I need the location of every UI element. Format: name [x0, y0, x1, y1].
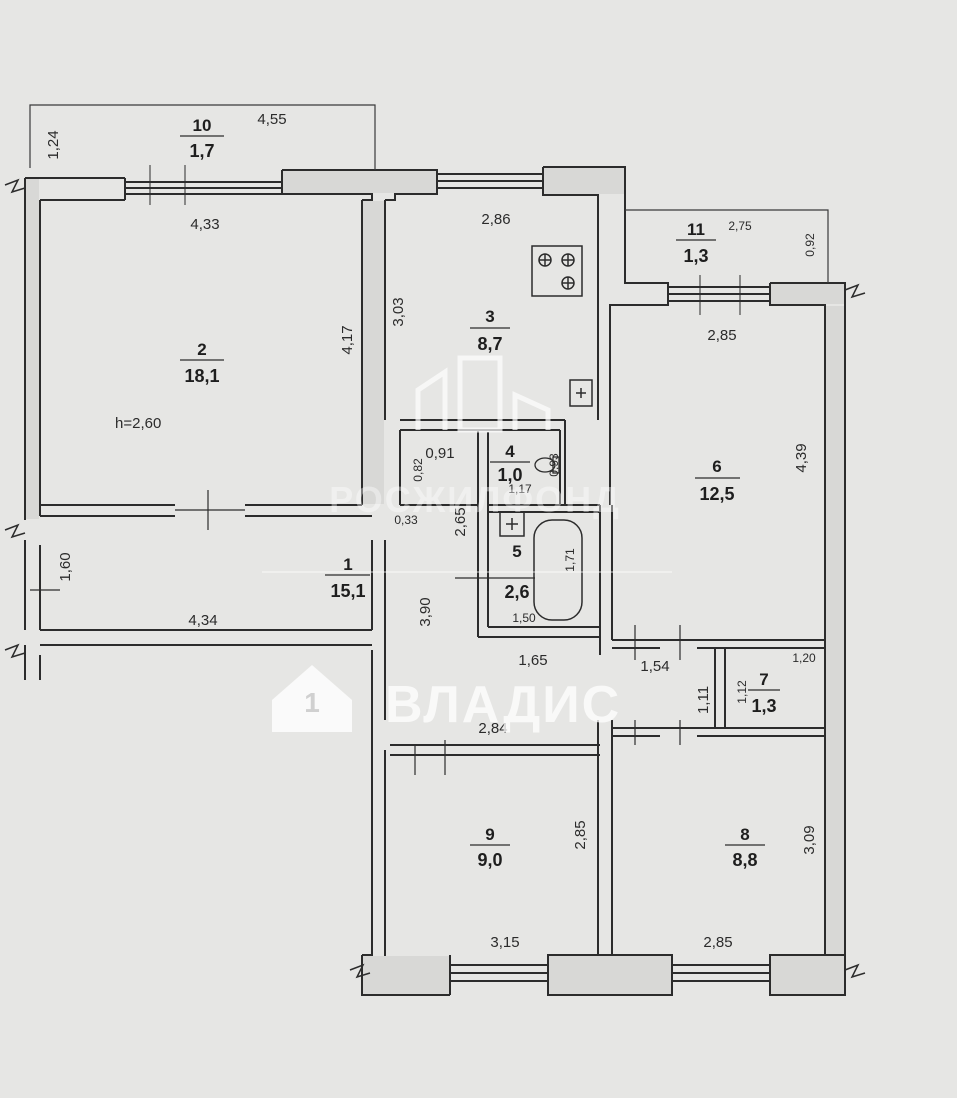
room-2-area: 18,1	[184, 366, 219, 386]
dim-r5-depth-left: 2,65	[452, 507, 469, 536]
room-6-area: 12,5	[699, 484, 734, 504]
room-10-area: 1,7	[189, 141, 214, 161]
room-5-area: 2,6	[504, 582, 529, 602]
dim-r2-width: 4,33	[190, 216, 219, 233]
dim-closet-h: 1,11	[695, 686, 712, 714]
dim-corr-left-w: 4,34	[188, 612, 217, 629]
dim-corr-bottom: 2,84	[478, 720, 507, 737]
room-9-number: 9	[485, 825, 494, 844]
dim-corr-a: 0,33	[394, 513, 418, 527]
room-8-number: 8	[740, 825, 749, 844]
wall-fills	[26, 168, 844, 994]
toilet-icon	[534, 456, 560, 474]
dim-r4-depth: 0,82	[411, 458, 425, 482]
room-3-number: 3	[485, 307, 494, 326]
doors	[30, 490, 681, 775]
room-3-area: 8,7	[477, 334, 502, 354]
dim-r5-width: 1,50	[512, 611, 536, 625]
room-labels: 10 1,7 2 18,1 3 8,7 11 1,3 6 12,5 4 1,0 …	[115, 116, 777, 870]
dim-r2-depth: 4,17	[339, 325, 356, 354]
dim-r4-width: 0,91	[425, 445, 454, 462]
room-11-area: 1,3	[683, 246, 708, 266]
bathtub-icon	[533, 519, 583, 621]
bath-sink-icon	[499, 511, 525, 537]
dim-r3-width: 2,86	[481, 211, 510, 228]
stove-icon	[531, 245, 583, 297]
svg-text:1: 1	[304, 687, 320, 718]
dim-r4-small: 1,17	[508, 482, 532, 496]
watermark-vladis: 1 ВЛАДИС	[272, 665, 621, 734]
room-1-area: 15,1	[330, 581, 365, 601]
room-10-number: 10	[193, 116, 212, 135]
dim-r3-depth: 3,03	[390, 297, 407, 326]
dim-b10-width: 4,55	[257, 111, 286, 128]
dim-r9-width: 3,15	[490, 934, 519, 951]
dim-r4-inner: 0,93	[547, 453, 561, 477]
fraction-lines	[180, 135, 780, 846]
room-4-area: 1,0	[497, 465, 522, 485]
dim-r7-h: 1,12	[735, 680, 749, 704]
balconies	[29, 104, 829, 283]
ceiling-height: h=2,60	[115, 415, 161, 432]
dim-r9-depth: 2,85	[572, 820, 589, 849]
dim-r5-tub: 1,71	[563, 548, 577, 572]
room-9-area: 9,0	[477, 850, 502, 870]
room-2-number: 2	[197, 340, 206, 359]
watermark-bottom-text: ВЛАДИС	[385, 676, 621, 734]
dim-corr-mid: 1,65	[518, 652, 547, 669]
room-7-area: 1,3	[751, 696, 776, 716]
dim-r6-depth: 4,39	[793, 443, 810, 472]
room-7-number: 7	[759, 670, 768, 689]
dim-r7-w: 1,20	[792, 651, 816, 665]
break-marks	[4, 178, 866, 979]
room-8-area: 8,8	[732, 850, 757, 870]
dim-corr-left-h: 1,60	[57, 552, 74, 581]
room-5-number: 5	[512, 542, 521, 561]
room-1-number: 1	[343, 555, 352, 574]
dim-r6-width: 2,85	[707, 327, 736, 344]
room-4-number: 4	[505, 442, 515, 461]
room-6-number: 6	[712, 457, 721, 476]
dimensions: 1,24 4,55 4,33 4,17 2,86 3,03 2,75 0,92 …	[45, 111, 818, 951]
vladis-logo-icon	[272, 665, 352, 732]
dim-b10-height: 1,24	[45, 130, 62, 159]
dim-b11-depth: 0,92	[803, 233, 817, 257]
dim-r8-depth: 3,09	[801, 825, 818, 854]
watermark-rosgilfond: РОСЖИЛФОНД	[329, 355, 621, 520]
room-11-number: 11	[687, 220, 705, 239]
dim-r8-width: 2,85	[703, 934, 732, 951]
dim-closet-w: 1,54	[640, 658, 669, 675]
dim-corr-depth: 3,90	[417, 597, 434, 626]
window-ticks	[149, 165, 741, 315]
watermark-top-text: РОСЖИЛФОНД	[329, 479, 621, 520]
kitchen-sink-icon	[569, 379, 593, 407]
dim-b11-width: 2,75	[728, 219, 752, 233]
